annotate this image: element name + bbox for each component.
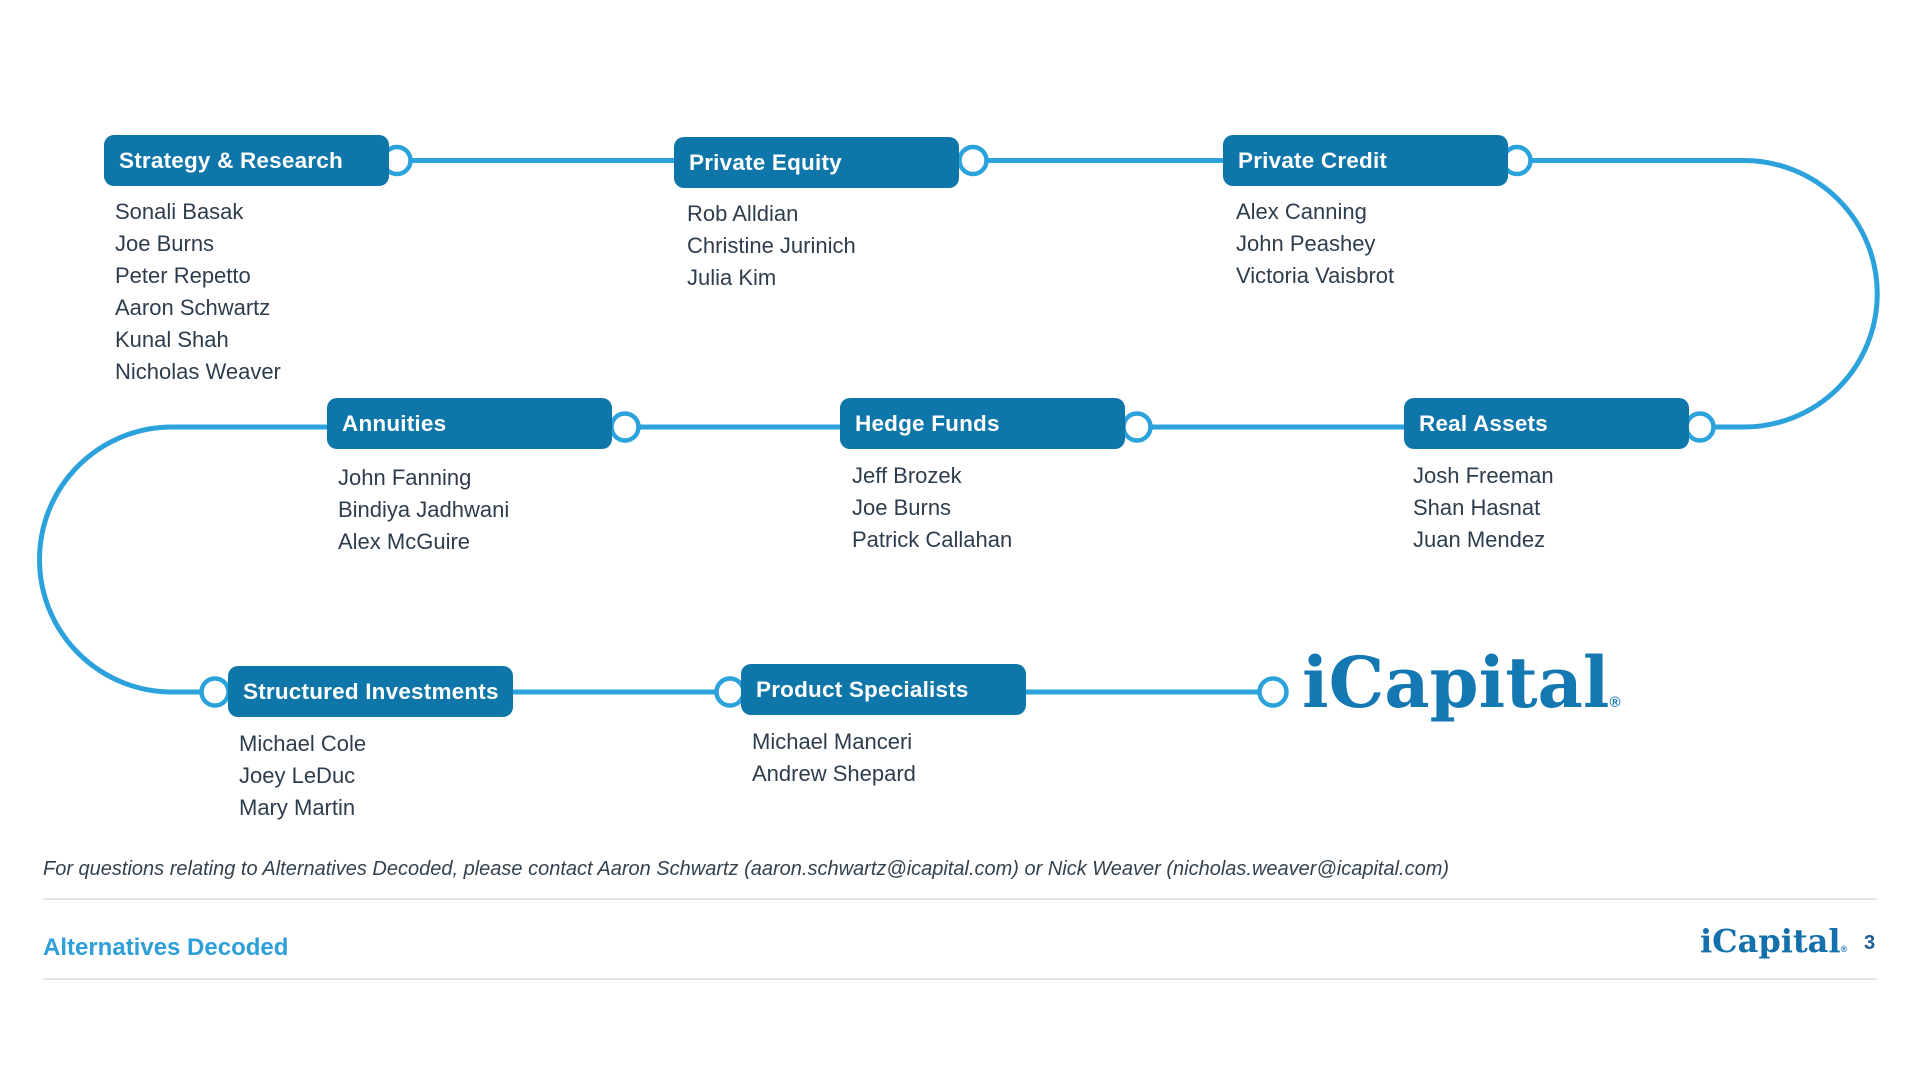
member-name: Julia Kim [687,265,777,290]
member-name: John Fanning [338,465,472,490]
member-name: Andrew Shepard [752,761,916,786]
member-name: Joey LeDuc [239,763,356,788]
contact-note: For questions relating to Alternatives D… [43,858,1450,880]
member-name: Patrick Callahan [852,527,1013,552]
member-name: Rob Alldian [687,201,799,226]
group-label-private-credit: Private Credit [1238,147,1388,173]
member-name: Nicholas Weaver [115,359,281,384]
member-list-real-assets: Josh Freeman Shan Hasnat Juan Mendez [1413,460,1554,556]
page-number: 3 [1864,932,1876,954]
member-list-hedge-funds: Jeff Brozek Joe Burns Patrick Callahan [852,460,1012,556]
member-name: Joe Burns [852,495,952,520]
member-name: Aaron Schwartz [115,295,271,320]
group-box-annuities: Annuities [327,398,612,449]
member-name: Bindiya Jadhwani [338,497,510,522]
icapital-logo-text: iCapital [1302,641,1610,724]
divider-line [43,978,1877,980]
member-name: Michael Manceri [752,729,913,754]
member-list-structured-investments: Michael Cole Joey LeDuc Mary Martin [239,728,366,824]
group-label-strategy-research: Strategy & Research [119,147,343,173]
member-name: Victoria Vaisbrot [1236,263,1395,288]
member-name: Alex Canning [1236,199,1367,224]
member-list-private-equity: Rob Alldian Christine Jurinich Julia Kim [687,198,856,294]
group-box-private-credit: Private Credit [1223,135,1508,186]
group-box-product-specialists: Product Specialists [741,664,1026,715]
group-box-private-equity: Private Equity [674,137,959,188]
member-name: Joe Burns [115,231,215,256]
member-list-product-specialists: Michael Manceri Andrew Shepard [752,726,916,790]
connector-node [1121,411,1153,443]
icapital-footer-logo: iCapital® [1700,922,1847,968]
member-name: John Peashey [1236,231,1376,256]
member-name: Shan Hasnat [1413,495,1541,520]
group-label-annuities: Annuities [342,410,447,436]
group-box-real-assets: Real Assets [1404,398,1689,449]
registered-trademark-icon: ® [1609,694,1621,711]
member-name: Jeff Brozek [852,463,962,488]
member-name: Mary Martin [239,795,356,820]
group-label-private-equity: Private Equity [689,149,842,175]
group-label-hedge-funds: Hedge Funds [855,410,1000,436]
group-label-real-assets: Real Assets [1419,410,1548,436]
member-name: Michael Cole [239,731,367,756]
connector-node [957,144,989,177]
connector-node [609,411,641,443]
member-name: Peter Repetto [115,263,251,288]
member-name: Christine Jurinich [687,233,856,258]
member-name: Sonali Basak [115,199,244,224]
group-label-product-specialists: Product Specialists [756,676,969,702]
group-box-structured-investments: Structured Investments [228,666,513,717]
connector-node [714,676,746,708]
registered-trademark-icon: ® [1840,944,1848,954]
member-name: Kunal Shah [115,327,229,352]
member-list-strategy-research: Sonali Basak Joe Burns Peter Repetto Aar… [115,196,281,388]
member-name: Juan Mendez [1413,527,1546,552]
connector-node [1257,676,1289,708]
connector-node [199,676,231,708]
member-list-annuities: John Fanning Bindiya Jadhwani Alex McGui… [338,462,509,558]
icapital-footer-logo-text: iCapital [1700,922,1841,960]
member-name: Josh Freeman [1413,463,1554,488]
member-name: Alex McGuire [338,529,471,554]
divider-line [43,898,1877,900]
group-box-strategy-research: Strategy & Research [104,135,389,186]
deck-title: Alternatives Decoded [43,934,289,961]
group-box-hedge-funds: Hedge Funds [840,398,1125,449]
group-label-structured-investments: Structured Investments [243,678,499,704]
icapital-logo: iCapital® [1302,642,1621,744]
member-list-private-credit: Alex Canning John Peashey Victoria Vaisb… [1236,196,1394,292]
connector-node [1684,411,1716,443]
